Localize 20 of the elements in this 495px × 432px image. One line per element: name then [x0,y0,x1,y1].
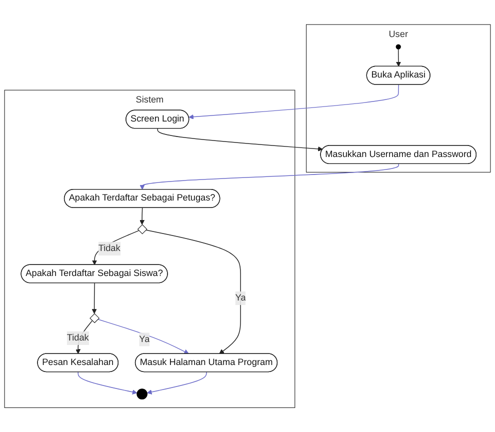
arrow [140,207,145,225]
edge-label: Tidak [66,332,89,343]
arrow [145,230,241,354]
node-circle [136,388,148,400]
arrow [76,320,93,354]
arrow [92,230,140,265]
node-circle [396,44,401,50]
arrow [146,372,207,394]
edge-label: Ya [235,292,246,303]
arrow [140,163,399,190]
arrow [188,84,399,120]
arrow [78,372,138,394]
edge-label: Tidak [98,243,120,254]
edge-label: Ya [139,334,150,344]
arrow [396,48,401,67]
arrow [97,318,189,354]
arrow [157,128,323,152]
node-diamond [90,313,100,324]
node-diamond [137,224,148,234]
arrow [92,282,97,314]
